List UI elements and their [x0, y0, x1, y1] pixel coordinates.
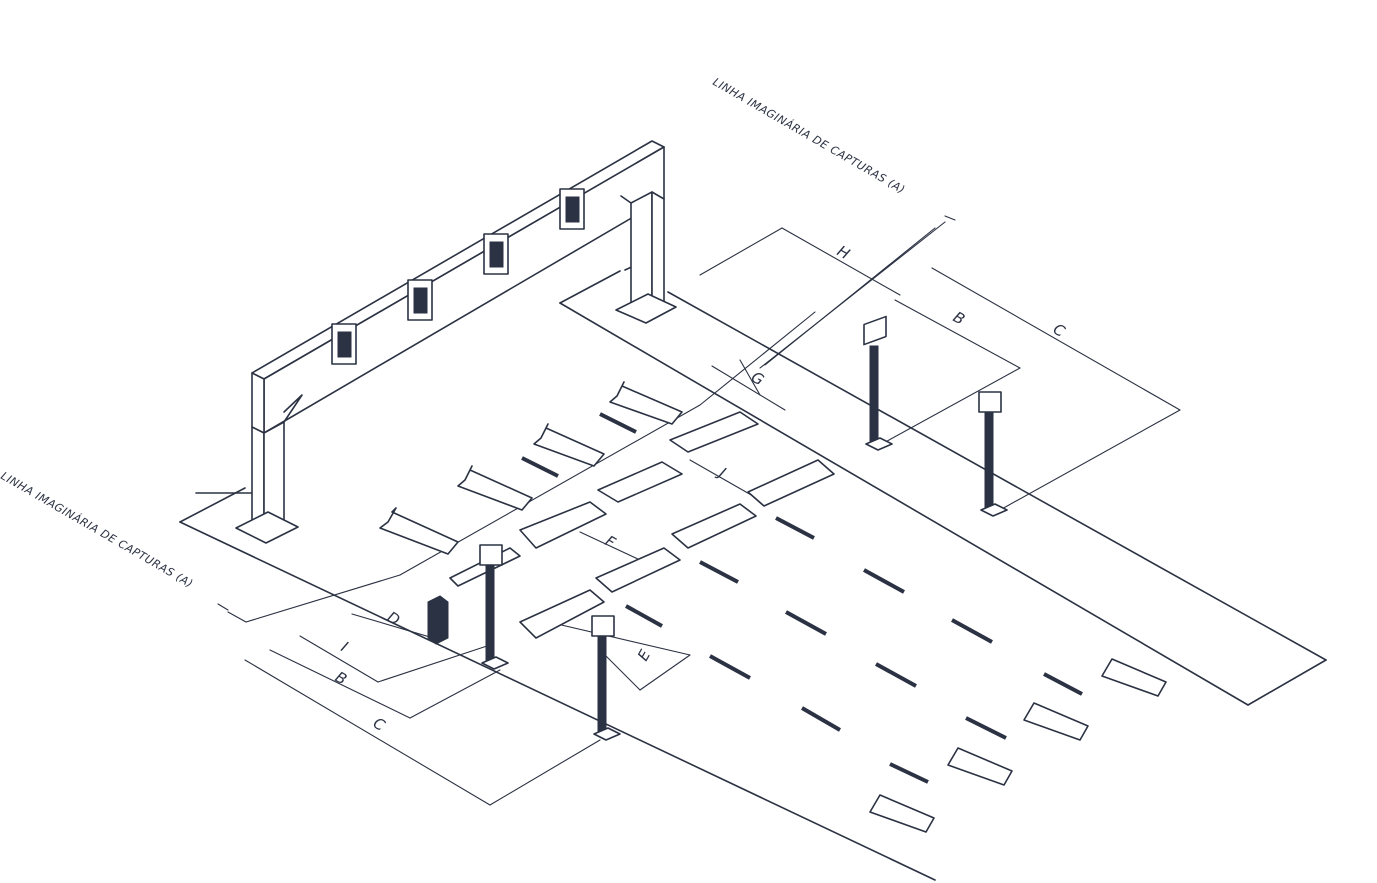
gantry-camera-4: [559, 188, 585, 230]
lane-markings: [449, 411, 835, 639]
dim-label-g: G: [748, 368, 767, 389]
dim-label-c-left: C: [370, 714, 389, 735]
dim-label-h: H: [834, 242, 853, 263]
capture-line-label-left: LINHA IMAGINÁRIA DE CAPTURAS (A): [0, 469, 195, 590]
lane-arrows-right: [869, 658, 1167, 833]
gantry-camera-1: [331, 323, 357, 365]
dim-label-c-right: C: [1050, 320, 1069, 341]
capture-lines: [217, 215, 956, 623]
lane-dashes: [521, 412, 1083, 784]
roadside-cabinet: [427, 595, 449, 645]
gantry: [235, 140, 677, 544]
pole-camera-left-2: [591, 615, 621, 741]
pole-camera-right-2: [978, 391, 1008, 517]
lane-arrows-left: [379, 381, 683, 555]
pole-camera-right-1: [863, 315, 893, 451]
pole-camera-left-1: [479, 544, 509, 670]
dim-label-b-left: B: [332, 668, 350, 689]
gantry-camera-2: [407, 279, 433, 321]
dimension-lines: [244, 227, 1181, 806]
dim-label-i: I: [338, 638, 351, 656]
dim-label-j: J: [713, 462, 728, 481]
gantry-camera-3: [483, 233, 509, 275]
dim-label-e: E: [634, 646, 655, 664]
road-slab: [179, 262, 1327, 881]
dim-label-b-right: B: [950, 308, 968, 329]
capture-line-label-top: LINHA IMAGINÁRIA DE CAPTURAS (A): [711, 75, 908, 196]
